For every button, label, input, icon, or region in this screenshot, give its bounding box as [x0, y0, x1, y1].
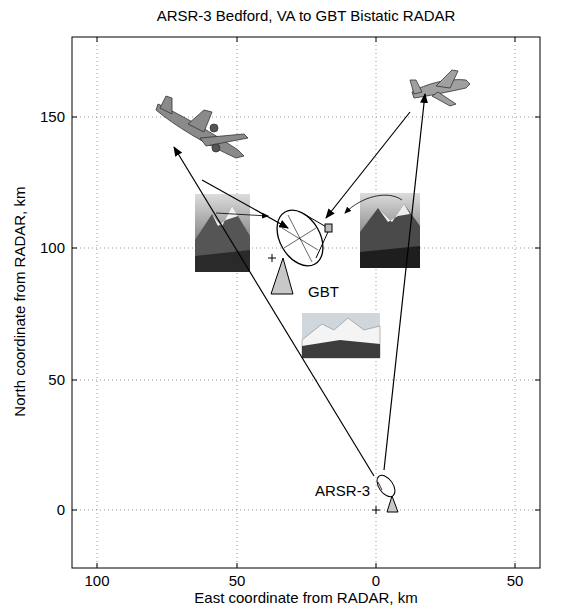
arsr-radar	[373, 472, 398, 512]
tick-label: 100	[84, 572, 109, 589]
tick-label: 0	[57, 501, 65, 518]
axis-label: East coordinate from RADAR, km	[194, 589, 417, 606]
location-marker	[372, 506, 380, 514]
site-label: ARSR-3	[315, 482, 370, 499]
mountain-picture	[302, 313, 380, 358]
tick-label: 50	[507, 572, 524, 589]
site-label: GBT	[308, 283, 339, 300]
axis-label: North coordinate from RADAR, km	[11, 187, 28, 417]
tick-label: 0	[372, 572, 380, 589]
tick-label: 100	[40, 239, 65, 256]
mountain-picture	[195, 194, 250, 272]
gbt-telescope	[268, 202, 333, 294]
plot-title: ARSR-3 Bedford, VA to GBT Bistatic RADAR	[157, 7, 456, 24]
plot-frame	[72, 37, 540, 568]
airplane-picture	[410, 70, 470, 106]
tick-label: 50	[48, 371, 65, 388]
grid-lines	[72, 37, 540, 568]
tick-label: 50	[229, 572, 246, 589]
airplane-picture	[156, 96, 248, 158]
mountain-picture	[360, 193, 420, 268]
tick-label: 150	[40, 108, 65, 125]
signal-path	[174, 94, 425, 476]
axis-ticks	[72, 37, 540, 568]
location-marker	[268, 254, 276, 262]
